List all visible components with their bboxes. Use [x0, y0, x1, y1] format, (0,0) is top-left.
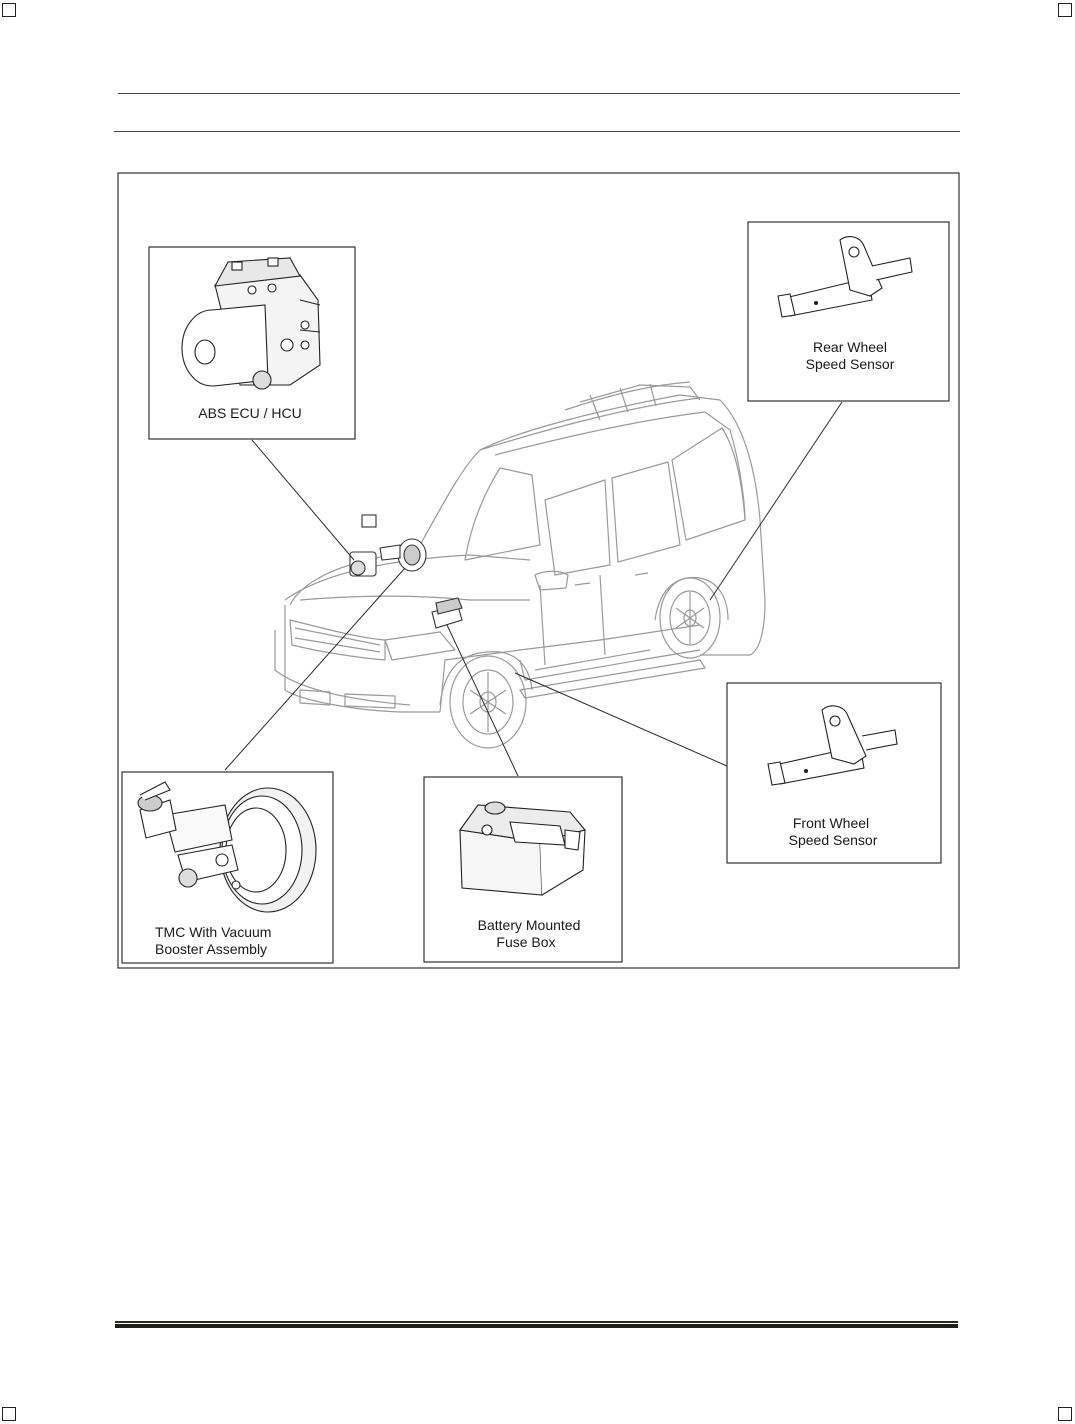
callout-tmc-vacuum-booster: TMC With Vacuum Booster Assembly: [121, 771, 334, 964]
booster-on-vehicle: [379, 538, 427, 572]
label-fuse-line2: Fuse Box: [496, 934, 555, 950]
label-rear-line2: Speed Sensor: [806, 356, 895, 372]
suv-line-drawing: [274, 381, 766, 749]
fuse-box-on-vehicle: [431, 597, 463, 629]
wheel-speed-sensor-icon: [767, 705, 898, 786]
footer-rule: [115, 1321, 958, 1328]
label-tmc-line2: Booster Assembly: [155, 941, 267, 957]
leader-abs: [251, 439, 355, 561]
fuse-box-icon: [459, 801, 586, 896]
label-front-line2: Speed Sensor: [789, 832, 878, 848]
callout-battery-mounted-fuse-box: Battery Mounted Fuse Box: [423, 776, 623, 963]
abs-unit-on-vehicle: [349, 514, 377, 577]
leader-front-sensor: [514, 672, 728, 767]
leader-lines: [224, 401, 843, 777]
leader-rear-sensor: [709, 401, 843, 601]
callout-front-wheel-speed-sensor: Front Wheel Speed Sensor: [726, 682, 942, 864]
figure-frame: [117, 172, 960, 969]
abs-modulator-icon: [181, 257, 321, 390]
crop-mark-top-right: [1058, 3, 1072, 17]
label-fuse-line1: Battery Mounted: [478, 917, 581, 933]
wheel-speed-sensor-icon: [777, 236, 913, 318]
crop-mark-bottom-right: [1058, 1407, 1072, 1421]
leader-tmc: [224, 567, 406, 771]
callout-abs-ecu-hcu: ABS ECU / HCU: [148, 246, 356, 440]
crop-mark-bottom-left: [2, 1407, 16, 1421]
label-front-line1: Front Wheel: [793, 815, 869, 831]
callout-rear-wheel-speed-sensor: Rear Wheel Speed Sensor: [747, 221, 950, 402]
label-tmc-line1: TMC With Vacuum: [155, 924, 271, 940]
leader-fuse: [446, 624, 519, 777]
crop-mark-top-left: [2, 3, 16, 17]
vacuum-booster-icon: [137, 781, 317, 913]
label-rear-line1: Rear Wheel: [813, 339, 887, 355]
header-rule-top: [118, 93, 960, 94]
label-abs-ecu-hcu: ABS ECU / HCU: [198, 405, 301, 421]
header-rule-bottom: [114, 131, 960, 132]
